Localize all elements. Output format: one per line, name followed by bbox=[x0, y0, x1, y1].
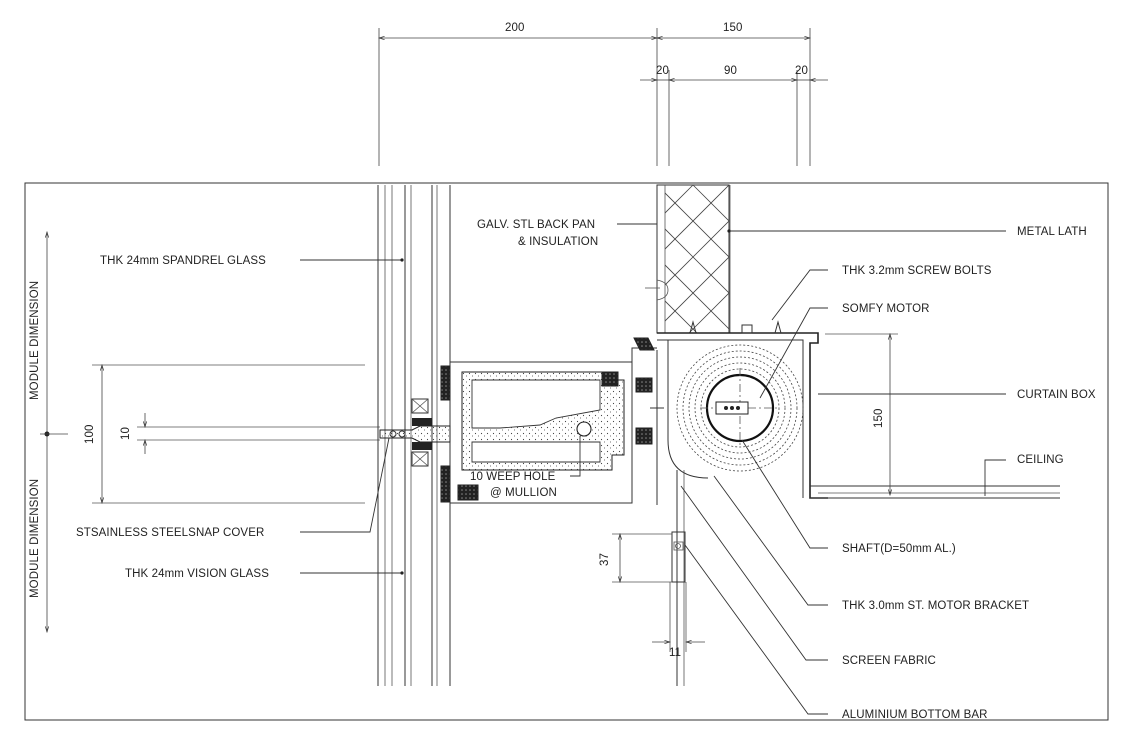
top-dimensions: 200 150 20 90 20 bbox=[379, 22, 828, 166]
curtain-box-label: CURTAIN BOX bbox=[1017, 389, 1096, 401]
weep-hole-label-line2: @ MULLION bbox=[490, 487, 557, 499]
mullion-profile bbox=[379, 337, 657, 504]
somfy-motor-label: SOMFY MOTOR bbox=[842, 303, 930, 315]
left-callouts: THK 24mm SPANDREL GLASS STSAINLESS STEEL… bbox=[76, 255, 404, 580]
curtain-box-height-dimension: 150 bbox=[825, 334, 898, 495]
screw-bolts-label: THK 3.2mm SCREW BOLTS bbox=[842, 265, 992, 277]
dim-10-label: 10 bbox=[120, 427, 132, 440]
dim-11-label: 11 bbox=[669, 647, 681, 659]
dim-200-label: 200 bbox=[505, 22, 525, 34]
module-dimension-group: MODULE DIMENSION MODULE DIMENSION 100 10 bbox=[29, 232, 380, 632]
bottom-bar-label: ALUMINIUM BOTTOM BAR bbox=[842, 709, 988, 721]
weep-hole-label-line1: 10 WEEP HOLE bbox=[470, 471, 556, 483]
back-pan-insulation bbox=[645, 184, 731, 334]
module-dimension-lower-label: MODULE DIMENSION bbox=[29, 479, 41, 598]
right-callouts: METAL LATH THK 3.2mm SCREW BOLTS SOMFY M… bbox=[680, 226, 1096, 721]
dim-37-label: 37 bbox=[599, 553, 611, 566]
dim-20-right-label: 20 bbox=[795, 65, 808, 77]
spandrel-glass-label: THK 24mm SPANDREL GLASS bbox=[100, 255, 266, 267]
metal-lath-label: METAL LATH bbox=[1017, 226, 1087, 238]
curtain-box bbox=[650, 320, 1060, 686]
dim-90-label: 90 bbox=[724, 65, 737, 77]
ceiling-label: CEILING bbox=[1017, 454, 1064, 466]
motor-bracket-label: THK 3.0mm ST. MOTOR BRACKET bbox=[842, 600, 1029, 612]
dim-20-left-label: 20 bbox=[656, 65, 669, 77]
screen-fabric-label: SCREEN FABRIC bbox=[842, 655, 936, 667]
back-pan-label-line1: GALV. STL BACK PAN bbox=[477, 219, 595, 231]
dim-150-vertical-label: 150 bbox=[873, 409, 885, 429]
snap-cover-label: STSAINLESS STEELSNAP COVER bbox=[76, 527, 264, 539]
center-callouts: GALV. STL BACK PAN & INSULATION 10 WEEP … bbox=[470, 219, 657, 499]
drawing-frame bbox=[24, 182, 1109, 721]
back-pan-label-line2: & INSULATION bbox=[518, 236, 598, 248]
vision-glass-label: THK 24mm VISION GLASS bbox=[125, 568, 269, 580]
dim-100-label: 100 bbox=[84, 425, 96, 445]
module-dimension-upper-label: MODULE DIMENSION bbox=[29, 281, 41, 400]
bottom-bar: 37 11 bbox=[599, 531, 705, 659]
dim-150-label: 150 bbox=[723, 22, 743, 34]
shaft-label: SHAFT(D=50mm AL.) bbox=[842, 543, 956, 555]
